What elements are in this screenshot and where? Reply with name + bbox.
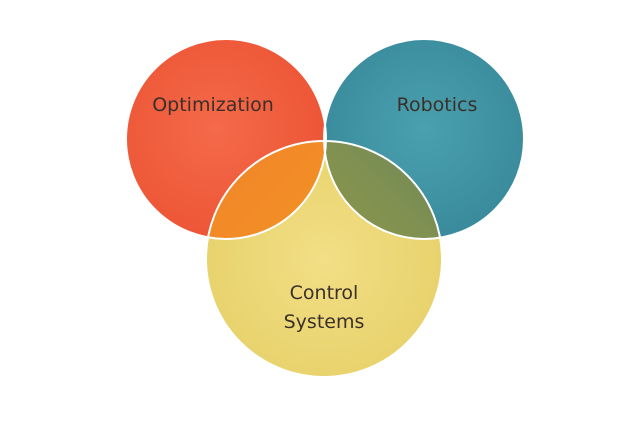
outline-robotics — [323, 38, 525, 240]
label-systems: Systems — [284, 311, 365, 333]
label-robotics: Robotics — [397, 94, 478, 116]
outline-optimization — [125, 38, 327, 240]
label-optimization: Optimization — [152, 94, 274, 116]
label-control: Control — [290, 282, 359, 304]
overlap-robotics-control — [324, 141, 442, 239]
overlap-optimization-control — [206, 141, 326, 239]
outline-control-systems — [205, 140, 443, 378]
